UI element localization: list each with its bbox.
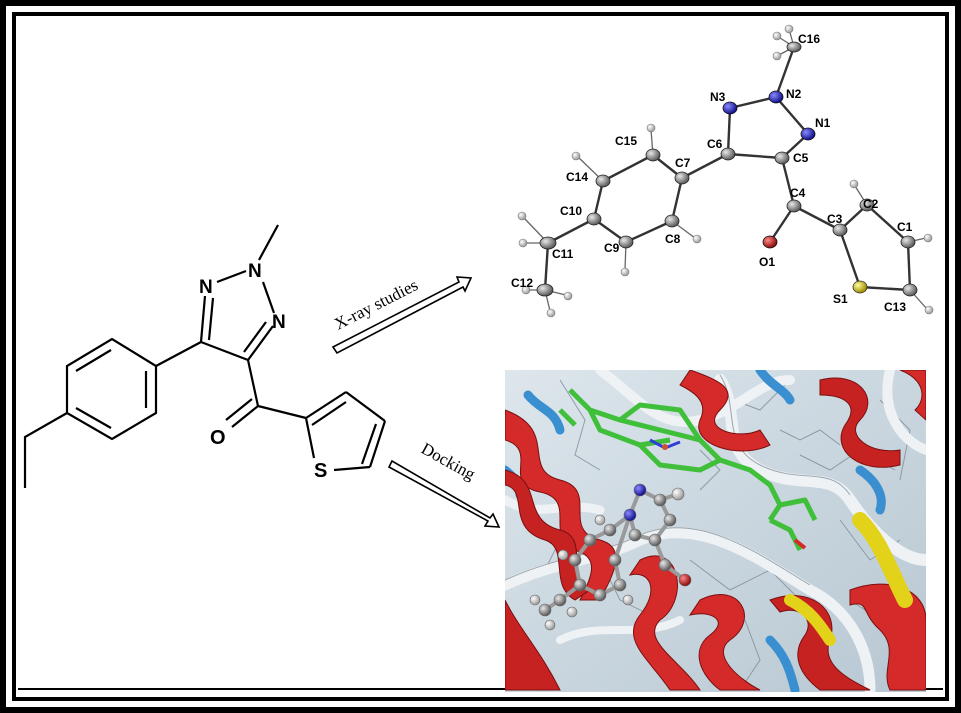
xray-atom-labels: C16 N2 N3 N1 C6 C15 C7 C5 C14 C4 C2 C3 C…: [511, 32, 913, 314]
docking-image: [505, 370, 926, 692]
docking-arrow-shape: [387, 459, 501, 528]
label-c6: C6: [707, 137, 723, 151]
docking-arrow: Docking: [387, 439, 501, 528]
atom-labels: N N N O S: [199, 261, 327, 482]
xray-structure: C16 N2 N3 N1 C6 C15 C7 C5 C14 C4 C2 C3 C…: [511, 24, 934, 318]
heme-ligand-highlights: [649, 438, 807, 550]
benzene-double-bond: [75, 349, 112, 372]
atom-c4: [786, 199, 802, 213]
label-c13: C13: [884, 300, 906, 314]
thiophene-double-bond: [360, 423, 378, 465]
atom-c13: [902, 283, 918, 297]
atom-c11: [539, 236, 557, 250]
thiophene-bond: [305, 391, 347, 419]
inner-frame: [12, 12, 949, 701]
xray-arrow: X-ray studies: [331, 275, 473, 355]
atom-s1: [852, 280, 868, 294]
atom-n-label: N: [248, 261, 262, 282]
atom-s-label: S: [314, 460, 327, 482]
atom-c16: [786, 41, 802, 53]
label-c15: C15: [615, 134, 637, 148]
thiophene-double-bond: [311, 401, 347, 426]
label-c14: C14: [566, 170, 588, 184]
xray-atoms: [536, 41, 918, 297]
docked-ligand-atoms: [529, 483, 692, 631]
label-o1: O1: [759, 255, 775, 269]
label-c5: C5: [793, 151, 809, 165]
atom-c10: [586, 212, 602, 226]
atom-n-label: N: [199, 277, 213, 298]
triazole-bond: [247, 325, 274, 361]
triazole-bond: [261, 281, 276, 314]
label-c9: C9: [604, 241, 620, 255]
atom-o1: [762, 235, 778, 249]
atom-c3: [832, 223, 848, 237]
yellow-strands: [784, 512, 913, 646]
atom-n1: [800, 127, 816, 141]
xray-arrow-shape: [331, 276, 473, 355]
xray-hydrogens: [517, 24, 934, 318]
label-c10: C10: [560, 204, 582, 218]
thiophene-bond: [345, 391, 386, 422]
atom-c12: [536, 283, 554, 297]
xray-bonds: [543, 46, 912, 292]
c-o-bond: [231, 405, 259, 428]
triazole-bond: [216, 269, 247, 284]
carbonyl-thiophene-bond: [257, 404, 307, 420]
atom-c8: [664, 214, 680, 228]
thiophene-bond: [304, 417, 316, 459]
triazole-bond: [199, 295, 207, 343]
triazole-double-bond: [243, 321, 267, 353]
c-o-double-bond: [225, 398, 253, 421]
thiophene-bond: [368, 420, 387, 468]
atom-n-label: N: [272, 312, 286, 333]
carbonyl-bond: [246, 359, 260, 407]
atom-n3: [722, 101, 738, 115]
label-c8: C8: [665, 232, 681, 246]
red-helices: [505, 370, 926, 691]
label-c7: C7: [675, 156, 691, 170]
label-c16: C16: [798, 32, 820, 46]
triazole-double-bond: [207, 297, 215, 341]
label-c12: C12: [511, 276, 533, 290]
aryl-bond: [155, 341, 202, 367]
benzene-double-bond: [75, 407, 112, 429]
atom-o-label: O: [210, 427, 226, 449]
atom-c9: [618, 235, 634, 249]
atom-c1: [900, 235, 916, 249]
benzene-ring: [65, 337, 158, 441]
label-c11: C11: [552, 247, 574, 261]
atom-c6: [720, 147, 736, 161]
docking-arrow-label: Docking: [418, 439, 479, 484]
atom-c15: [645, 148, 661, 162]
thiophene-bond: [333, 465, 371, 472]
atom-c5: [774, 151, 790, 165]
label-s1: S1: [833, 292, 848, 306]
triazole-bond: [200, 340, 249, 362]
atom-c14: [595, 174, 611, 188]
label-n3: N3: [710, 90, 726, 104]
label-c2: C2: [863, 197, 879, 211]
label-c3: C3: [827, 212, 843, 226]
label-c1: C1: [897, 220, 913, 234]
label-n2: N2: [786, 87, 802, 101]
atom-c7: [674, 171, 690, 185]
label-c4: C4: [790, 186, 806, 200]
atom-c2: [859, 198, 875, 212]
label-n1: N1: [815, 116, 831, 130]
chemical-structure: [23, 224, 387, 488]
atom-n2: [768, 90, 784, 104]
ethyl-bond: [23, 412, 68, 488]
n-methyl-bond: [258, 224, 279, 261]
